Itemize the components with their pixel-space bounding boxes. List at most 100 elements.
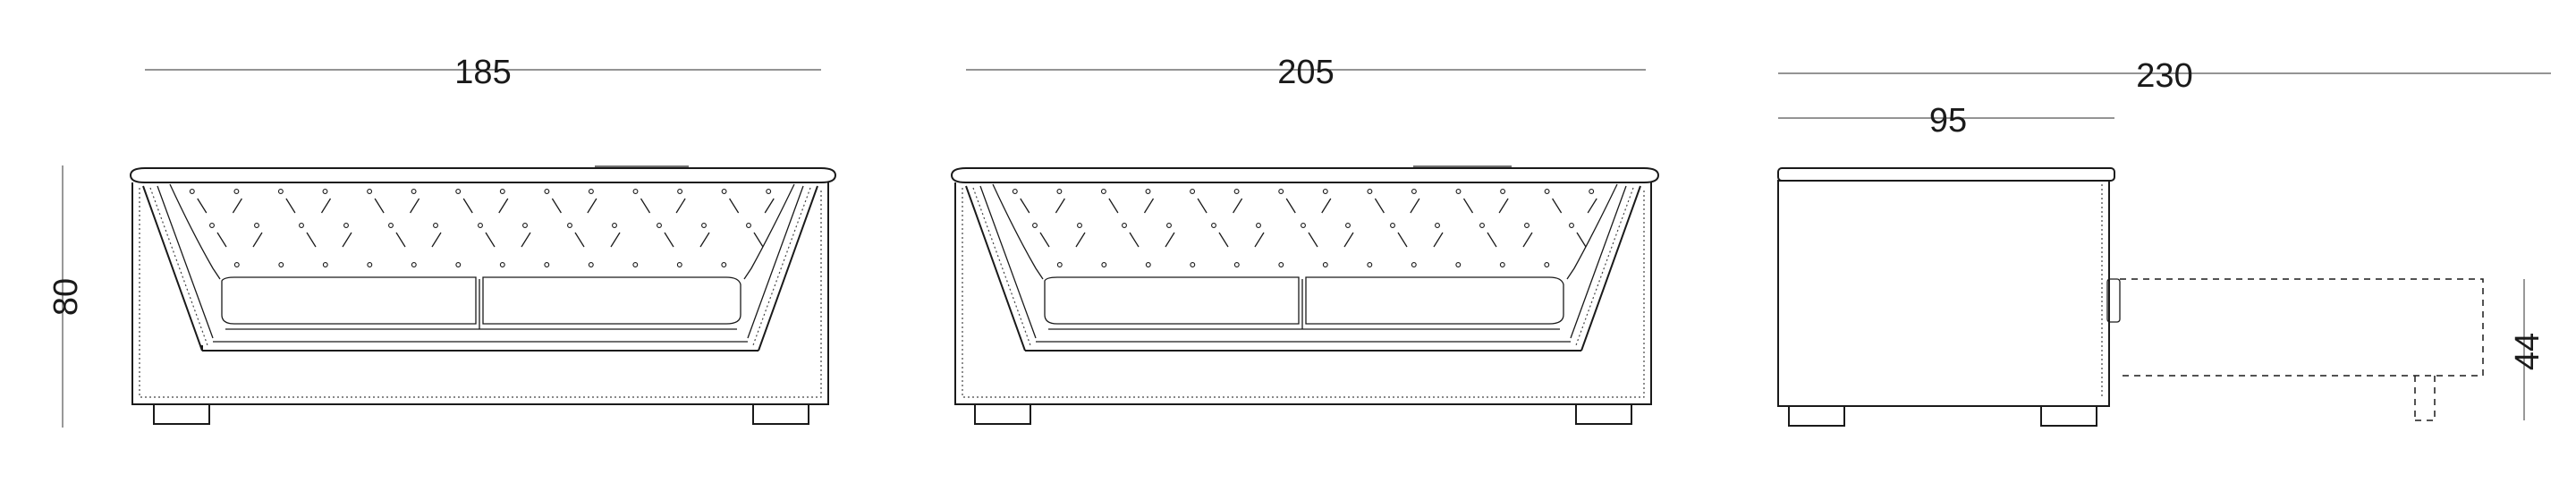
tuft-crease bbox=[521, 232, 531, 248]
tuft-crease bbox=[610, 232, 621, 248]
tuft-crease bbox=[1397, 232, 1408, 248]
left-arm-inner-large bbox=[979, 185, 1037, 339]
tufting-pattern-small bbox=[189, 189, 775, 267]
tuft-button bbox=[657, 223, 662, 228]
tuft-button bbox=[1367, 189, 1373, 194]
tuft-button bbox=[746, 223, 751, 228]
tuft-crease bbox=[1308, 232, 1318, 248]
tuft-crease bbox=[1410, 198, 1420, 214]
tuft-button bbox=[721, 189, 727, 194]
seat-depth-label: 95 bbox=[1929, 102, 1967, 140]
tuft-crease bbox=[699, 232, 710, 248]
right-arm-inner-small bbox=[747, 185, 804, 339]
tuft-button bbox=[1367, 262, 1373, 267]
tuft-button bbox=[1190, 262, 1196, 267]
tuft-button bbox=[1589, 189, 1595, 194]
tuft-button bbox=[1233, 189, 1240, 194]
extended-bed-leg bbox=[2414, 376, 2436, 421]
tuft-crease bbox=[1108, 198, 1119, 214]
tuft-crease bbox=[1374, 198, 1385, 214]
top-rail-small bbox=[129, 167, 837, 183]
tuft-crease bbox=[587, 198, 597, 214]
tuft-button bbox=[1233, 262, 1240, 267]
seat-cushion-left-large bbox=[1044, 276, 1300, 325]
tuft-button bbox=[254, 223, 259, 228]
tuft-button bbox=[1322, 262, 1328, 267]
tuft-button bbox=[1032, 223, 1038, 228]
tuft-crease bbox=[1487, 232, 1497, 248]
backrest-edge-small bbox=[169, 183, 221, 280]
tuft-crease bbox=[1075, 232, 1086, 248]
tuft-button bbox=[522, 223, 528, 228]
side-body bbox=[1777, 180, 2110, 407]
front-view-small: 185 80 bbox=[47, 54, 837, 428]
tuft-crease bbox=[1576, 232, 1587, 248]
tuft-crease bbox=[1498, 198, 1509, 214]
right-arm-small bbox=[758, 185, 818, 352]
body-stitch-large bbox=[962, 188, 1645, 398]
right-arm-stitch-small bbox=[752, 187, 811, 346]
tuft-crease bbox=[1552, 198, 1563, 214]
width-label-large: 205 bbox=[1277, 54, 1334, 91]
top-rail-large bbox=[950, 167, 1660, 183]
tuft-crease bbox=[1129, 232, 1140, 248]
left-arm-stitch-large bbox=[972, 187, 1031, 346]
tuft-crease bbox=[395, 232, 406, 248]
tuft-crease bbox=[1233, 198, 1243, 214]
tuft-crease bbox=[1462, 198, 1474, 214]
tuft-button bbox=[209, 223, 215, 228]
tuft-button bbox=[1345, 223, 1351, 228]
tuft-button bbox=[1012, 189, 1018, 194]
tuft-crease bbox=[1055, 198, 1065, 214]
tuft-button bbox=[499, 262, 505, 267]
tuft-button bbox=[1411, 189, 1417, 194]
side-right-foot bbox=[2040, 405, 2097, 427]
seat-cushion-left-small bbox=[221, 276, 477, 325]
seat-cushion-right-small bbox=[482, 276, 741, 325]
tuft-crease bbox=[551, 198, 562, 214]
tuft-button bbox=[478, 223, 483, 228]
tuft-button bbox=[277, 189, 284, 194]
tuft-button bbox=[433, 223, 438, 228]
tuft-button bbox=[632, 189, 639, 194]
tuft-button bbox=[455, 262, 462, 267]
tufting-pattern-large bbox=[1012, 189, 1597, 267]
tuft-button bbox=[677, 189, 683, 194]
tuft-crease bbox=[306, 232, 317, 248]
tuft-button bbox=[367, 189, 373, 194]
side-top-rail bbox=[1777, 167, 2115, 182]
right-arm-stitch-large bbox=[1575, 187, 1634, 346]
tuft-button bbox=[299, 223, 304, 228]
tuft-button bbox=[388, 223, 394, 228]
tuft-crease bbox=[1254, 232, 1265, 248]
tuft-button bbox=[411, 262, 417, 267]
sofa-body-small bbox=[131, 182, 829, 405]
tuft-button bbox=[322, 189, 328, 194]
tuft-crease bbox=[1522, 232, 1533, 248]
tuft-crease bbox=[574, 232, 585, 248]
left-arm-small bbox=[142, 185, 203, 352]
tuft-button bbox=[676, 262, 682, 267]
tuft-crease bbox=[410, 198, 420, 214]
tuft-button bbox=[1256, 223, 1261, 228]
right-arm-inner-large bbox=[1570, 185, 1627, 339]
tuft-crease bbox=[1039, 232, 1050, 248]
seat-height-label: 44 bbox=[2509, 333, 2546, 370]
tuft-button bbox=[411, 189, 417, 194]
tuft-button bbox=[544, 189, 550, 194]
left-foot-small bbox=[153, 403, 210, 425]
tuft-button bbox=[1455, 189, 1462, 194]
tuft-button bbox=[233, 262, 240, 267]
tuft-crease bbox=[1587, 198, 1597, 214]
tuft-crease bbox=[664, 232, 674, 248]
tuft-crease bbox=[431, 232, 442, 248]
side-connector bbox=[2106, 278, 2121, 323]
seat-cushion-right-large bbox=[1305, 276, 1564, 325]
tuft-button bbox=[1056, 262, 1063, 267]
tuft-crease bbox=[498, 198, 509, 214]
tuft-button bbox=[1500, 189, 1506, 194]
tuft-button bbox=[1479, 223, 1485, 228]
tuft-button bbox=[367, 262, 373, 267]
tuft-button bbox=[721, 262, 727, 267]
backrest-edge-large bbox=[992, 183, 1044, 280]
